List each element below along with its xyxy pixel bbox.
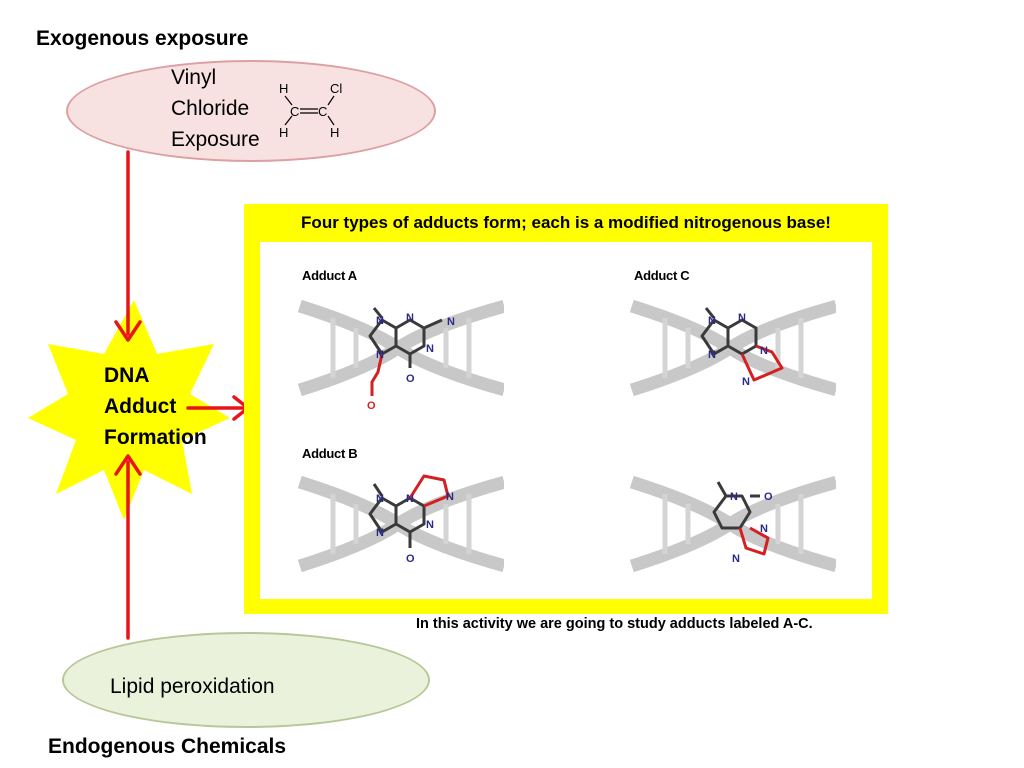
adduct-c-figure: N N N N N xyxy=(630,299,836,397)
lipid-peroxidation-ellipse xyxy=(62,632,430,728)
adduct-b-atom-o1: O xyxy=(406,553,415,565)
vinyl-atom-cl: Cl xyxy=(330,81,342,96)
adduct-b-title: Adduct B xyxy=(302,446,358,461)
arrow-endogenous-head xyxy=(114,454,142,476)
adduct-c-atom-n5: N xyxy=(742,376,750,388)
adduct-d-atom-o1: O xyxy=(764,491,773,503)
vinyl-bonds xyxy=(284,95,335,126)
vinyl-atom-c1: C xyxy=(290,104,299,119)
adduct-d-atom-n2: N xyxy=(760,523,768,535)
dna-adduct-label-line-3: Formation xyxy=(104,426,207,449)
adduct-b-atom-n5: N xyxy=(426,519,434,531)
adduct-a-atom-o2: O xyxy=(367,400,376,412)
vinyl-atom-h1: H xyxy=(279,81,288,96)
adduct-a-atom-n4: N xyxy=(426,343,434,355)
adduct-a-atom-n5: N xyxy=(447,316,455,328)
vinyl-atom-h3: H xyxy=(330,125,339,140)
exogenous-exposure-heading: Exogenous exposure xyxy=(36,27,249,50)
adduct-c-atom-n3: N xyxy=(738,312,746,324)
vinyl-chloride-ellipse xyxy=(66,60,436,162)
vinyl-label-line-3: Exposure xyxy=(171,128,260,151)
dna-adduct-star xyxy=(28,300,230,520)
dna-adduct-label-line-1: DNA xyxy=(104,364,150,387)
vinyl-chloride-structure: H Cl C C H H xyxy=(279,81,342,140)
adduct-c-atom-n4: N xyxy=(760,345,768,357)
vinyl-label-line-1: Vinyl xyxy=(171,66,217,89)
adduct-d-atom-n3: N xyxy=(732,553,740,565)
vinyl-label-line-2: Chloride xyxy=(171,97,250,120)
adduct-c-title: Adduct C xyxy=(634,268,690,283)
lipid-peroxidation-label: Lipid peroxidation xyxy=(110,675,275,698)
vinyl-atom-c2: C xyxy=(318,104,327,119)
dna-adduct-label-line-2: Adduct xyxy=(104,395,177,418)
adduct-a-atom-n2: N xyxy=(376,349,384,361)
arrow-exogenous-head xyxy=(114,320,142,342)
adduct-d-figure: N N N O xyxy=(630,475,836,573)
adduct-b-figure: N N N N N O xyxy=(298,474,504,572)
adduct-c-atom-n2: N xyxy=(708,349,716,361)
adduct-b-atom-n3: N xyxy=(406,493,414,505)
adduct-a-title: Adduct A xyxy=(302,268,357,283)
adduct-d-atom-n1: N xyxy=(730,491,738,503)
adduct-b-atom-n2: N xyxy=(376,527,384,539)
adduct-a-atom-n1: N xyxy=(376,315,384,327)
adduct-a-atom-n3: N xyxy=(406,312,414,324)
adduct-b-atom-n1: N xyxy=(376,493,384,505)
adduct-a-atom-o1: O xyxy=(406,373,415,385)
activity-footnote: In this activity we are going to study a… xyxy=(416,616,813,632)
endogenous-chemicals-heading: Endogenous Chemicals xyxy=(48,735,287,758)
adducts-panel-title: Four types of adducts form; each is a mo… xyxy=(301,213,831,232)
adduct-b-atom-n4: N xyxy=(446,491,454,503)
adduct-c-atom-n1: N xyxy=(708,315,716,327)
adduct-a-figure: N N N N N O O xyxy=(298,299,504,412)
vinyl-atom-h2: H xyxy=(279,125,288,140)
